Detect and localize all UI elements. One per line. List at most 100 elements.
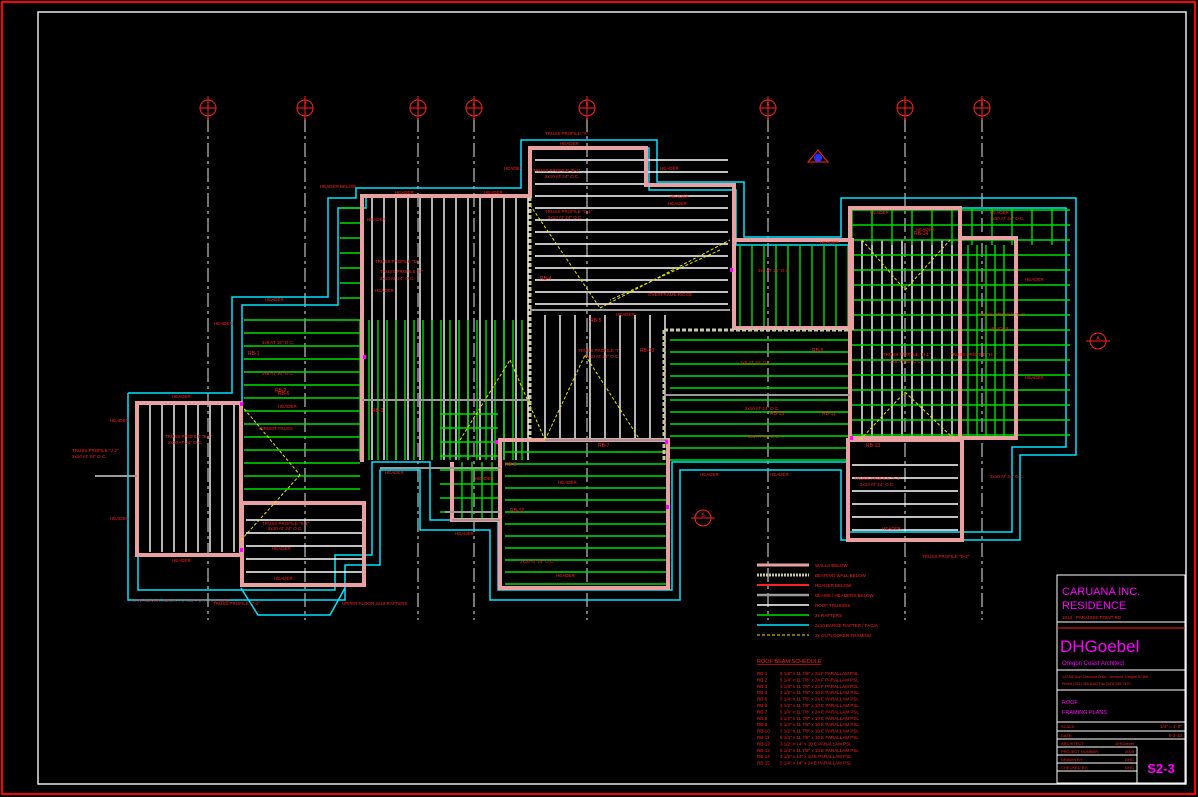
grid-marker: 2: [296, 96, 314, 120]
schedule-row-text: 3 1/2" x 11 7/8" x 10 E PARALLAM PSL: [780, 690, 859, 695]
annotation-label: HEADER: [367, 217, 387, 222]
annotation-label: HEADER: [616, 312, 636, 317]
grid-marker-label: 6: [767, 102, 770, 108]
schedule-row-id: RB-4: [757, 690, 768, 695]
roof-eave-outline: [127, 139, 1077, 616]
schedule-row-text: 3 1/2" x 11 7/8" x 10 E PARALLAM PSL: [780, 729, 859, 734]
annotation-label: HEADER BELOW: [320, 184, 357, 189]
grid-marker: 5: [578, 96, 596, 120]
schedule-row-id: RB-13: [757, 748, 770, 753]
schedule-row-id: RB-8: [757, 716, 768, 721]
title-block-row-label: DRAWN BY:: [1061, 757, 1083, 762]
schedule-row-id: RB-9: [757, 722, 768, 727]
annotation-label: HEADER: [1025, 277, 1045, 282]
grid-marker-label: 3: [417, 102, 420, 108]
grid-marker: 7: [896, 96, 914, 120]
schedule-row-text: 5 1/4" x 11 7/8" x 24 E PARALLAM PSL: [780, 697, 859, 702]
grid-marker: 8: [973, 96, 991, 120]
schedule-row-id: RB-1: [757, 671, 768, 676]
annotation-label: HEADER: [274, 576, 294, 581]
annotation-label: HEADER: [110, 418, 130, 423]
beam-label: RB-4: [540, 276, 552, 282]
annotation-label: 2x10 AT 24" O.C.: [268, 526, 302, 531]
section-marks: A B C: [691, 149, 1110, 527]
title-block-row-value: DHG: [1125, 765, 1134, 770]
annotation-label: HEADER: [110, 516, 130, 521]
annotation-label: OVERFRAME RIDGE: [648, 292, 692, 297]
schedule-row-text: 5 1/4" x 11 7/8" x 10 E PARALLAM PSL: [780, 722, 859, 727]
scale-label: SCALE:: [1061, 724, 1075, 729]
annotation-label: TRUSS PROFILE "E": [380, 269, 424, 274]
sheet-title-line1: ROOF: [1062, 700, 1079, 706]
date-value: 6-2-10: [1169, 733, 1183, 738]
annotation-label: HEADER: [214, 321, 234, 326]
annotation-label: HEADER: [668, 201, 688, 206]
firm-logo-name: DHGoebel: [1060, 637, 1139, 656]
annotation-label: HEADER: [990, 210, 1010, 215]
title-block: CARUANA INC. RESIDENCE 1013 - PARADISE P…: [1056, 574, 1186, 784]
beam-label: RB-12: [510, 508, 524, 514]
schedule-row-text: 3 1/2" x 14" x 10 E PARALLAM PSL: [780, 741, 852, 746]
annotation-label: HEADER: [916, 227, 936, 232]
annotation-label: TRUSS PROFILE "C-1": [545, 209, 593, 214]
grid-marker-label: 4: [473, 102, 476, 108]
schedule-row-text: 3 1/8" x 11 7/8" x 24 F PARALLAM PSL: [780, 684, 859, 689]
beam-label: RB-10: [640, 348, 654, 354]
title-block-row-label: ARCHITECT:: [1061, 741, 1085, 746]
firm-address: 147 NE Surf Crescent Drive - Newport, Or…: [1062, 675, 1148, 679]
annotation-label: 2x10 AT 24" O.C.: [168, 440, 202, 445]
magenta-markers: [240, 268, 853, 552]
grid-marker: 1: [199, 96, 217, 120]
annotation-label: HEADER: [556, 573, 576, 578]
annotation-label: TRUSS PROFILE "H-1": [883, 352, 931, 357]
annotation-label: 2x10 AT 24" O.C.: [520, 559, 554, 564]
annotation-label: HEADER: [660, 166, 680, 171]
schedule-row-id: RB-3: [757, 684, 768, 689]
annotation-label: TRUSS PROFILE "A": [545, 131, 589, 136]
title-block-row-label: PROJECT NUMBER:: [1061, 749, 1099, 754]
beam-label: RB-3: [372, 408, 384, 414]
schedule-row-text: 3 1/2" x 11 7/8" x 10 E PARALLAM PSL: [780, 703, 859, 708]
annotation-label: TRUSS PROFILE "I": [578, 348, 620, 353]
annotation-label: 2x8 AT 16" O.C.: [262, 371, 294, 376]
annotation-label: TRUSS PROFILE "F-1": [978, 312, 1025, 317]
annotation-label: TRUSS PROFILE "F-1": [854, 476, 901, 481]
annotation-label: HEADER: [395, 190, 415, 195]
legend-label: HEADER BELOW: [815, 583, 852, 588]
section-mark-c: C: [817, 157, 820, 162]
beam-label: RB-5: [590, 318, 602, 324]
title-block-row-value: DHGoebel: [1115, 741, 1134, 746]
annotation-label: 2x10 AT 24" O.C.: [860, 482, 894, 487]
annotation-label: 2x10 AT 24" O.C.: [545, 174, 579, 179]
section-mark-a: A: [1096, 336, 1100, 342]
annotation-label: HEADER: [475, 476, 495, 481]
schedule-row-text: 5 1/4" x 11 7/8" x 24 F PARALLAM PSL: [780, 677, 859, 682]
grid-marker: 3: [409, 96, 427, 120]
grid-marker-label: 5: [586, 102, 589, 108]
annotation-label: HEADER: [990, 326, 1010, 331]
schedule-row-id: RB-12: [757, 741, 770, 746]
project-name-line1: CARUANA INC.: [1062, 586, 1140, 598]
inner-border: [37, 11, 1187, 785]
schedule-row-id: RB-11: [757, 735, 770, 740]
annotation-label: HEADER: [770, 472, 790, 477]
firm-subtitle: Oregon Coast Architect: [1062, 661, 1124, 667]
annotation-label: HEADER: [265, 297, 285, 302]
firm-phone: Phone (541) 265-8382 Fax (541) 265-7470: [1062, 682, 1131, 686]
legend-label: 2x OUTLOOKER FRAMING: [815, 633, 872, 638]
schedule-row-text: 5 1/4" x 11 7/8" x 10 E PARALLAM PSL: [780, 748, 859, 753]
annotation-label: HEADER: [700, 472, 720, 477]
annotation-label: TRUSS PROFILE "D-2": [922, 554, 970, 559]
annotation-label: 2x10 AT 24" O.C.: [990, 216, 1024, 221]
annotation-label: 2x8 AT 16" O.C.: [890, 359, 922, 364]
scale-value: 1/4" = 1'-0": [1160, 724, 1182, 729]
annotation-label: HEADER: [558, 480, 578, 485]
beam-label: RB-9: [812, 348, 824, 354]
annotation-label: HEADER: [272, 546, 292, 551]
beam-label: RB-1: [248, 351, 260, 357]
grid-marker-label: 2: [304, 102, 307, 108]
